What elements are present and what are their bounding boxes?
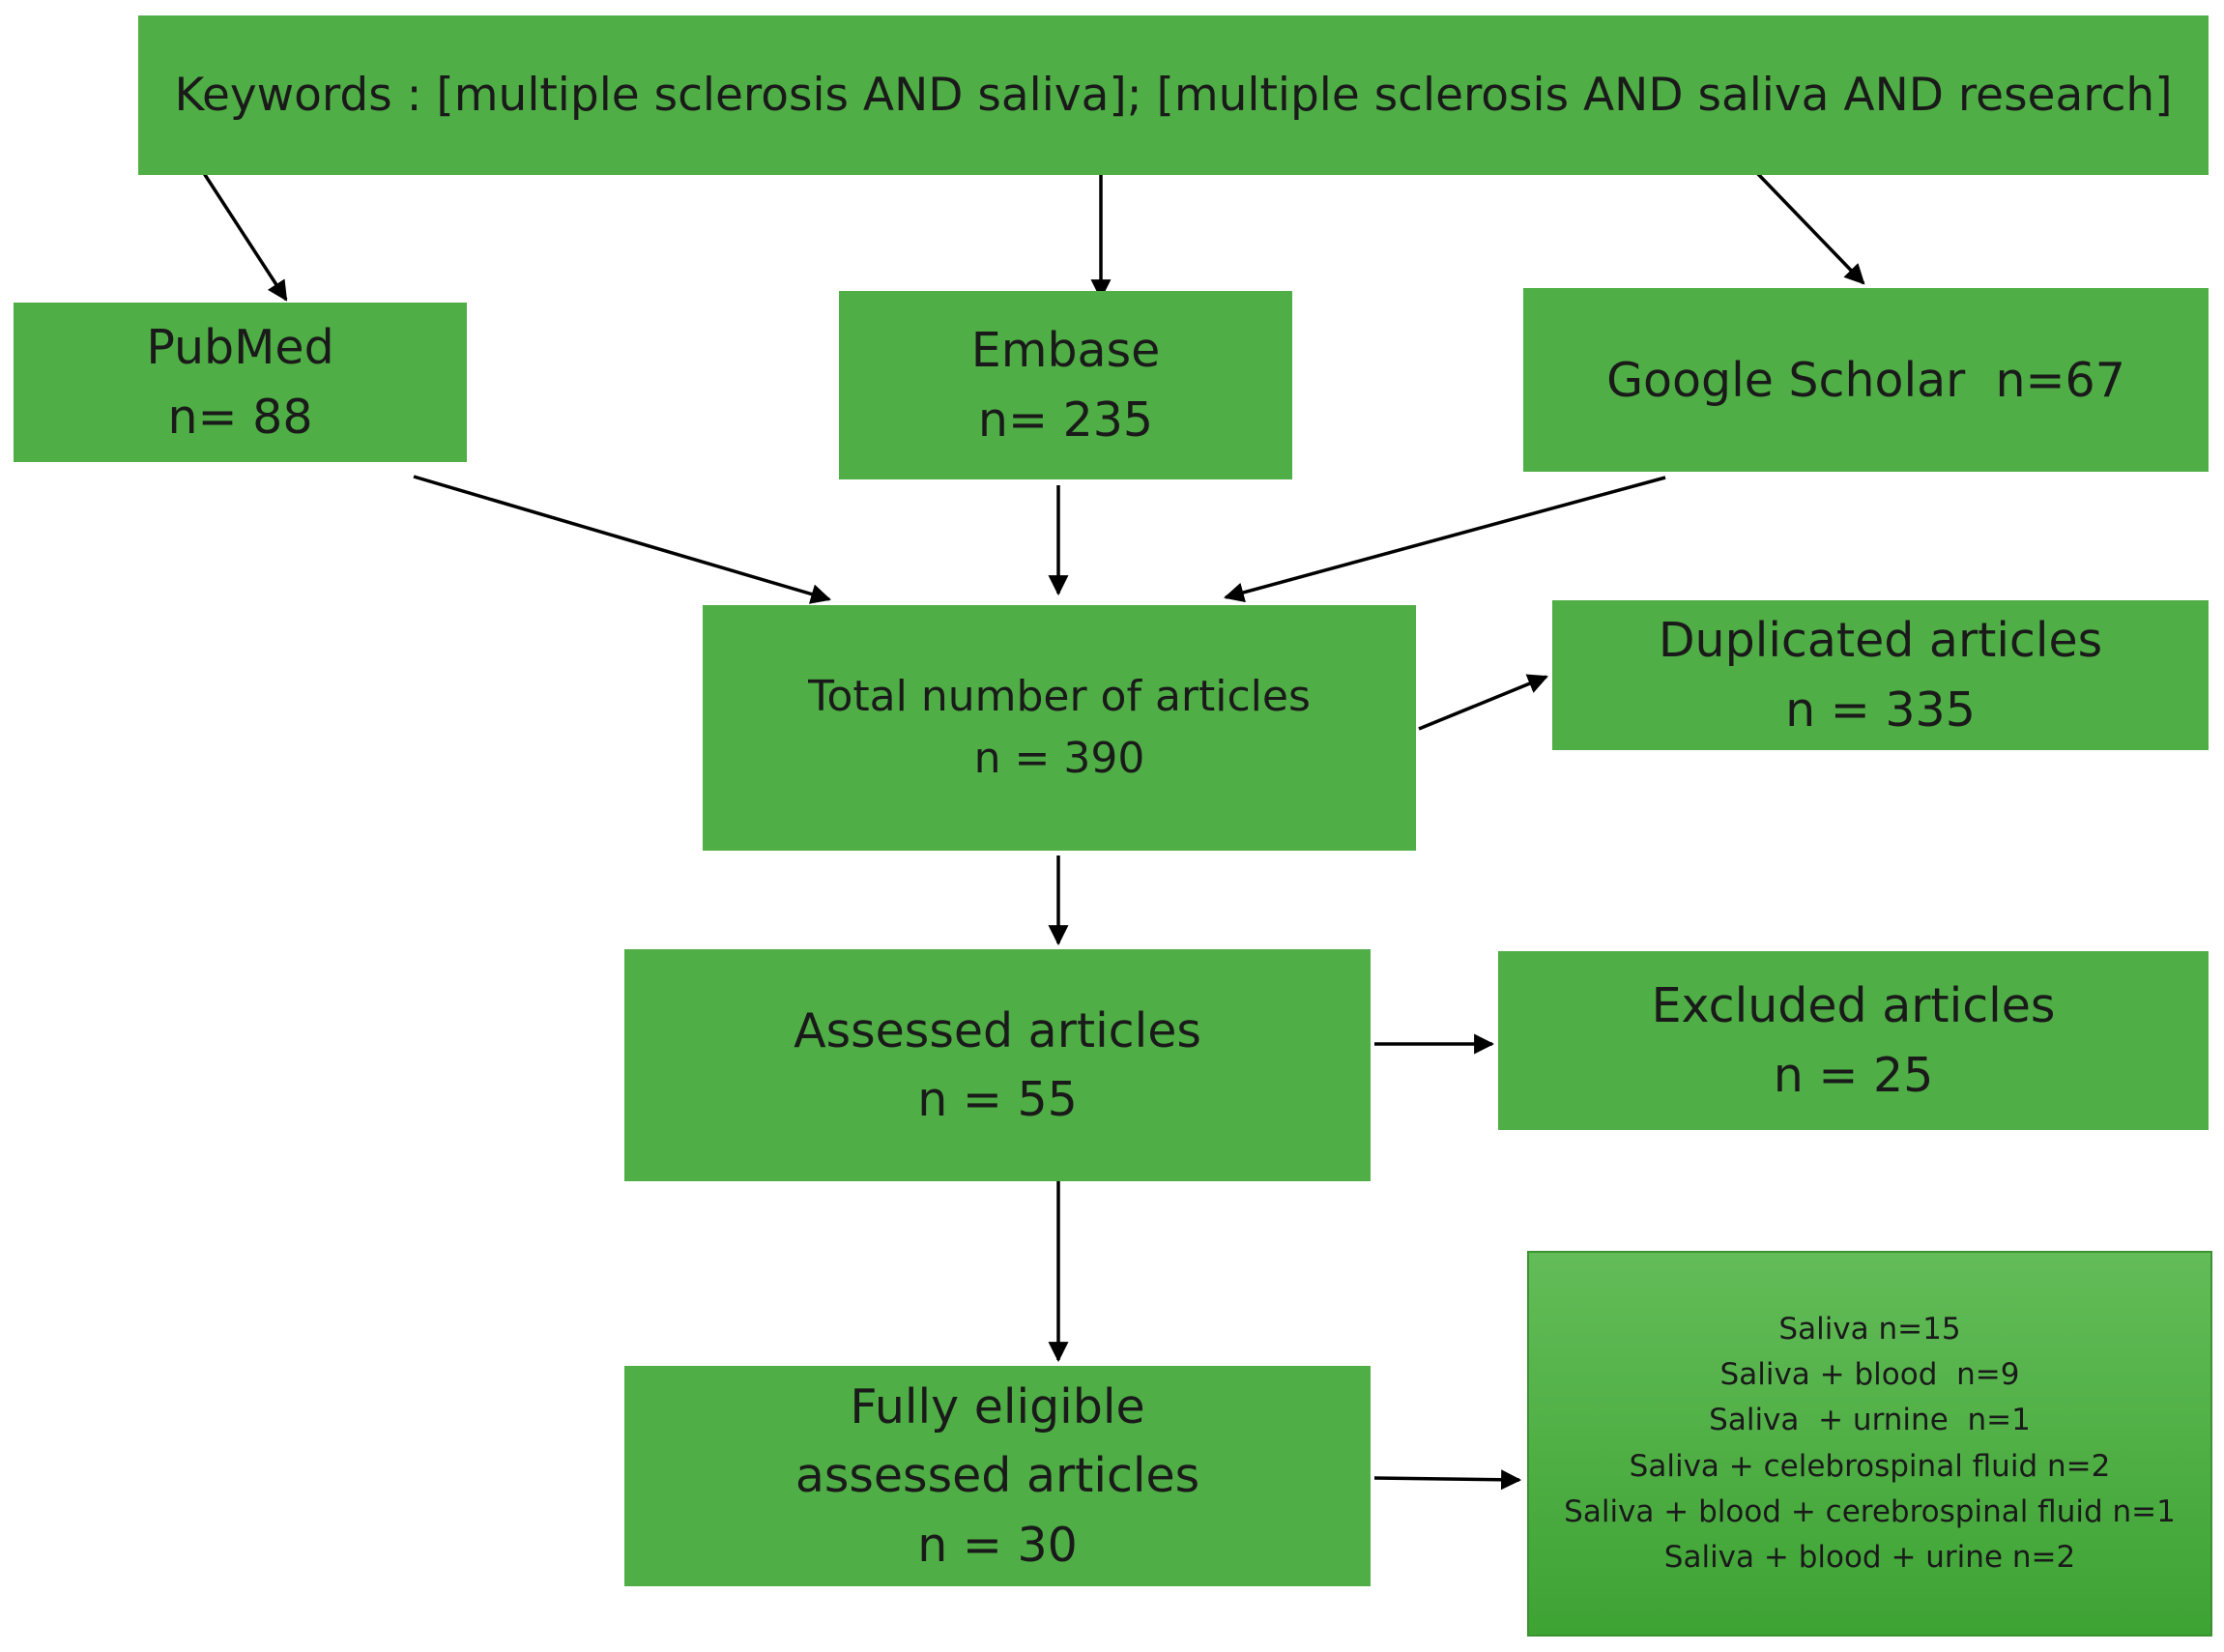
breakdown-item: Saliva + blood n=9 <box>1719 1357 2020 1393</box>
keywords-box: Keywords : [multiple sclerosis AND saliv… <box>138 15 2209 175</box>
fully-eligible-box: Fully eligible assessed articles n = 30 <box>624 1366 1371 1586</box>
assessed-count: n = 55 <box>917 1072 1078 1127</box>
excluded-count: n = 25 <box>1773 1047 1934 1103</box>
arrow-keywords-to-scholar <box>1754 170 1865 285</box>
google-scholar-box: Google Scholar n=67 <box>1523 288 2209 472</box>
eligible-line1: Fully eligible <box>850 1379 1145 1435</box>
total-label: Total number of articles <box>808 672 1311 722</box>
arrow-eligible-to-breakdown <box>1373 1469 1522 1491</box>
embase-box: Embase n= 235 <box>839 291 1292 479</box>
breakdown-item: Saliva + urnine n=1 <box>1709 1403 2031 1438</box>
excluded-label: Excluded articles <box>1651 978 2056 1034</box>
breakdown-item: Saliva + celebrospinal fluid n=2 <box>1629 1448 2111 1484</box>
arrow-keywords-to-pubmed <box>196 163 288 302</box>
keywords-text: Keywords : [multiple sclerosis AND saliv… <box>174 69 2173 122</box>
embase-name: Embase <box>970 323 1161 379</box>
total-articles-box: Total number of articles n = 390 <box>703 605 1416 851</box>
assessed-articles-box: Assessed articles n = 55 <box>624 949 1371 1181</box>
duplicated-label: Duplicated articles <box>1658 613 2103 669</box>
arrow-total-to-duplicated <box>1418 674 1548 731</box>
breakdown-item: Saliva n=15 <box>1778 1312 1961 1348</box>
sample-breakdown-box: Saliva n=15 Saliva + blood n=9 Saliva + … <box>1527 1251 2212 1637</box>
total-count: n = 390 <box>973 734 1145 783</box>
duplicated-count: n = 335 <box>1785 681 1976 738</box>
google-scholar-label: Google Scholar n=67 <box>1606 352 2125 408</box>
pubmed-box: PubMed n= 88 <box>14 303 467 462</box>
duplicated-articles-box: Duplicated articles n = 335 <box>1552 600 2209 750</box>
eligible-line2: assessed articles <box>794 1448 1200 1504</box>
breakdown-item: Saliva + blood + cerebrospinal fluid n=1 <box>1564 1493 2176 1529</box>
breakdown-item: Saliva + blood + urine n=2 <box>1663 1539 2076 1575</box>
arrow-pubmed-to-total <box>413 475 832 604</box>
pubmed-name: PubMed <box>146 320 334 376</box>
assessed-label: Assessed articles <box>794 1002 1201 1058</box>
embase-count: n= 235 <box>977 391 1154 448</box>
arrow-scholar-to-total <box>1223 476 1666 603</box>
eligible-count: n = 30 <box>917 1517 1078 1573</box>
pubmed-count: n= 88 <box>167 389 313 445</box>
excluded-articles-box: Excluded articles n = 25 <box>1498 951 2209 1130</box>
